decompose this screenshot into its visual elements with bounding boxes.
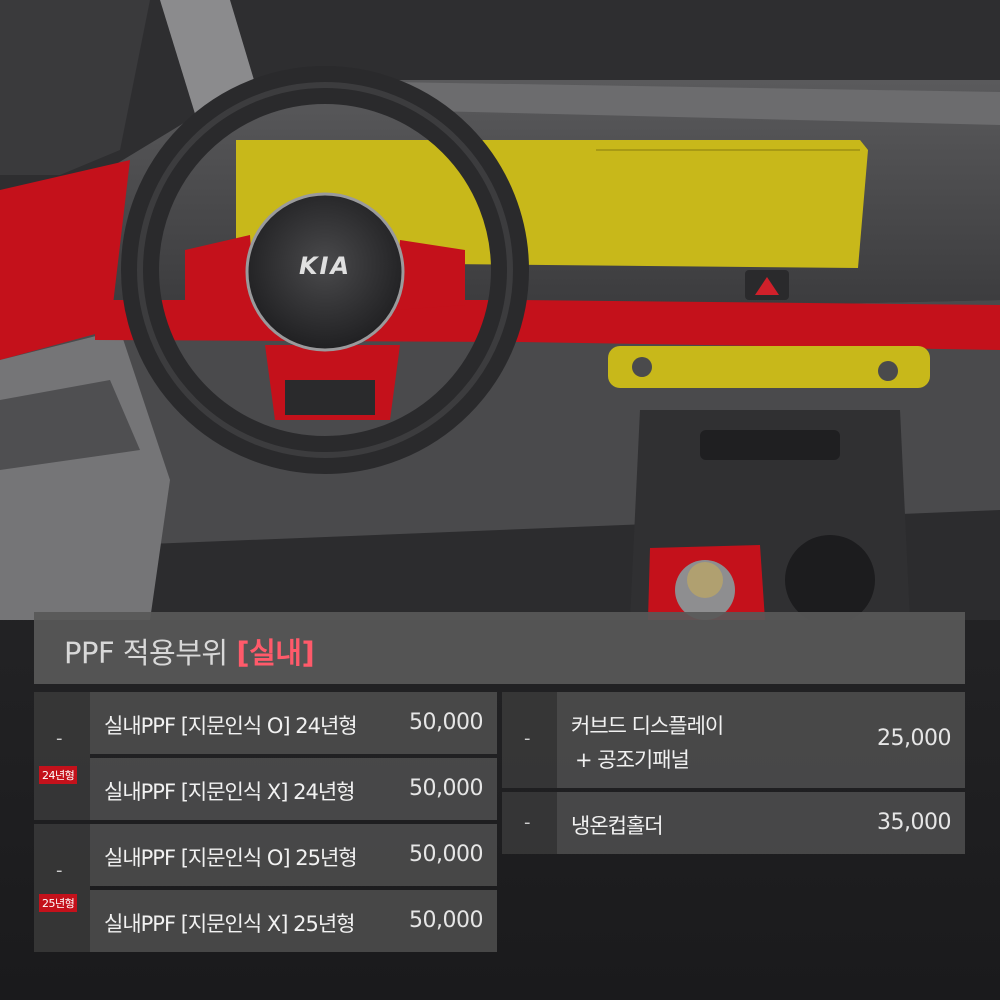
title-highlight: [실내] bbox=[236, 636, 315, 670]
dash-marker: - bbox=[524, 812, 531, 833]
list-item[interactable]: 실내PPF [지문인식 X] 25년형 50,000 bbox=[90, 890, 497, 952]
section-title: PPF 적용부위 [실내] bbox=[64, 630, 315, 672]
group-marker-24: - 24년형 bbox=[34, 692, 90, 820]
item-price: 35,000 bbox=[877, 810, 951, 835]
item-label: 실내PPF [지문인식 X] 25년형 bbox=[104, 912, 355, 936]
item-label: 실내PPF [지문인식 X] 24년형 bbox=[104, 780, 355, 804]
year-badge: 24년형 bbox=[39, 766, 78, 784]
dash-marker: - bbox=[56, 728, 63, 749]
item-marker: - bbox=[502, 792, 557, 854]
list-item[interactable]: 커브드 디스플레이 + 공조기패널 25,000 bbox=[557, 692, 965, 788]
item-price: 25,000 bbox=[877, 726, 951, 751]
dash-marker: - bbox=[524, 728, 531, 749]
section-header: PPF 적용부위 [실내] bbox=[34, 612, 965, 684]
kia-logo: KIA bbox=[298, 252, 352, 280]
item-label: 실내PPF [지문인식 O] 24년형 bbox=[104, 714, 358, 738]
list-item[interactable]: 실내PPF [지문인식 O] 24년형 50,000 bbox=[90, 692, 497, 754]
item-label-line2: + 공조기패널 bbox=[575, 748, 690, 772]
dash-marker: - bbox=[56, 860, 63, 881]
item-label: 실내PPF [지문인식 O] 25년형 bbox=[104, 846, 358, 870]
title-prefix: PPF 적용부위 bbox=[64, 636, 228, 670]
list-item[interactable]: 실내PPF [지문인식 O] 25년형 50,000 bbox=[90, 824, 497, 886]
year-badge: 25년형 bbox=[39, 894, 78, 912]
item-price: 50,000 bbox=[409, 710, 483, 735]
item-label: 냉온컵홀더 bbox=[571, 814, 664, 838]
list-item[interactable]: 냉온컵홀더 35,000 bbox=[557, 792, 965, 854]
list-item[interactable]: 실내PPF [지문인식 X] 24년형 50,000 bbox=[90, 758, 497, 820]
item-price: 50,000 bbox=[409, 908, 483, 933]
item-price: 50,000 bbox=[409, 842, 483, 867]
item-price: 50,000 bbox=[409, 776, 483, 801]
item-label-line1: 커브드 디스플레이 bbox=[571, 714, 724, 738]
group-marker-25: - 25년형 bbox=[34, 824, 90, 952]
item-marker: - bbox=[502, 692, 557, 788]
